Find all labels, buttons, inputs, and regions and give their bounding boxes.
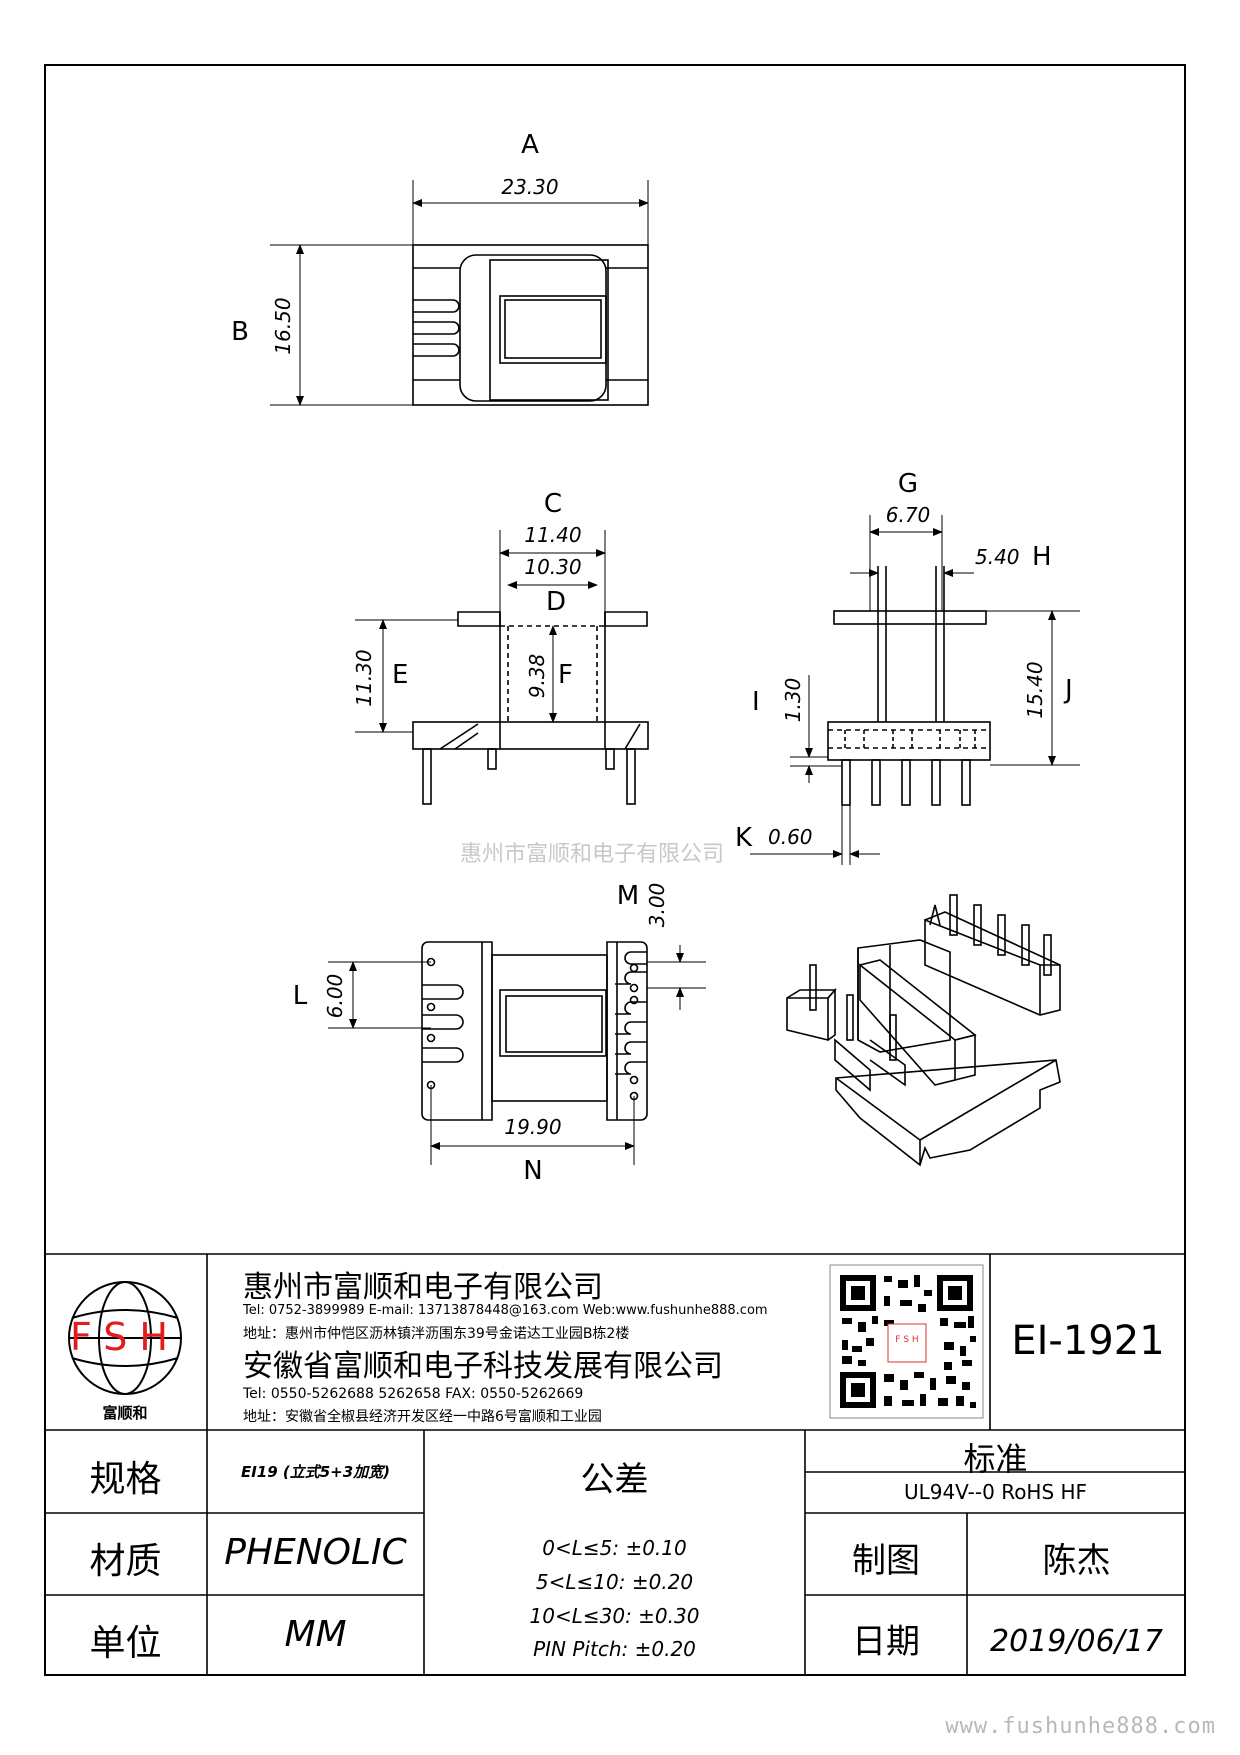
- dim-letter-m: M: [617, 881, 639, 911]
- tolerance-row: 5<L≤10: ±0.20: [535, 1570, 694, 1594]
- standard-label: 标准: [963, 1440, 1028, 1478]
- dim-letter-i: I: [752, 687, 760, 717]
- dim-value-f: 9.38: [525, 654, 549, 699]
- dim-letter-f: F: [558, 660, 573, 690]
- front-view: [355, 530, 649, 805]
- bottom-view: [328, 941, 706, 1165]
- site-url-watermark: www.fushunhe888.com: [945, 1714, 1216, 1739]
- dim-letter-a: A: [521, 130, 539, 160]
- tolerance-label: 公差: [580, 1460, 649, 1500]
- svg-text:F S H: F S H: [895, 1335, 918, 1345]
- dim-value-b: 16.50: [271, 297, 295, 354]
- company-address-1: 地址：惠州市仲恺区沥林镇泮沥围东39号金诺达工业园B栋2楼: [243, 1326, 630, 1342]
- dim-letter-e: E: [392, 660, 408, 690]
- company-address-2: 地址：安徽省全椒县经济开发区经一中路6号富顺和工业园: [243, 1409, 602, 1425]
- dim-value-j: 15.40: [1023, 661, 1047, 718]
- spec-value: EI19 (立式5+3加宽): [240, 1463, 391, 1481]
- material-label: 材质: [89, 1541, 162, 1582]
- unit-value: MM: [284, 1614, 347, 1655]
- dim-value-d: 10.30: [524, 555, 581, 579]
- tolerance-row: PIN Pitch: ±0.20: [533, 1637, 696, 1661]
- dim-letter-d: D: [546, 587, 566, 617]
- side-view: [750, 515, 1080, 865]
- date-label: 日期: [852, 1622, 920, 1662]
- part-number: EI-1921: [1011, 1318, 1165, 1364]
- company-name-1: 惠州市富顺和电子有限公司: [243, 1270, 603, 1305]
- dim-value-g: 6.70: [886, 503, 931, 527]
- dim-value-n: 19.90: [504, 1115, 561, 1139]
- dim-letter-l: L: [293, 981, 308, 1011]
- dim-letter-h: H: [1032, 542, 1052, 572]
- isometric-view: [786, 894, 1061, 1167]
- standard-value: UL94V--0 RoHS HF: [903, 1480, 1088, 1504]
- spec-label: 规格: [89, 1459, 162, 1500]
- company-contact-2: Tel: 0550-5262688 5262658 FAX: 0550-5262…: [243, 1386, 584, 1402]
- tolerance-row: 10<L≤30: ±0.30: [529, 1604, 700, 1628]
- fsh-logo: [68, 1281, 182, 1395]
- material-value: PHENOLIC: [224, 1532, 407, 1573]
- dim-value-c: 11.40: [524, 523, 581, 547]
- dim-value-h: 5.40: [975, 545, 1020, 569]
- dim-letter-b: B: [231, 317, 249, 347]
- dim-letter-n: N: [523, 1156, 542, 1186]
- dim-letter-g: G: [898, 469, 918, 499]
- tolerance-row: 0<L≤5: ±0.10: [542, 1536, 687, 1560]
- watermark-text: 惠州市富顺和电子有限公司: [460, 842, 725, 867]
- drawing-frame: [44, 64, 1186, 1676]
- dim-letter-c: C: [544, 489, 562, 519]
- logo-letters: FSH: [70, 1315, 180, 1359]
- unit-label: 单位: [89, 1623, 162, 1664]
- drawn-label: 制图: [852, 1541, 920, 1581]
- dim-value-l: 6.00: [323, 974, 347, 1019]
- company-name-2: 安徽省富顺和电子科技发展有限公司: [243, 1349, 723, 1384]
- dim-letter-k: K: [735, 823, 753, 853]
- dim-value-e: 11.30: [352, 649, 376, 706]
- dim-value-m: 3.00: [645, 883, 669, 928]
- drawn-value: 陈杰: [1042, 1541, 1111, 1581]
- dim-letter-j: J: [1063, 675, 1073, 705]
- company-contact-1: Tel: 0752-3899989 E-mail: 13713878448@16…: [243, 1303, 768, 1318]
- dim-value-k: 0.60: [768, 825, 813, 849]
- title-block-grid: [44, 1253, 1186, 1676]
- top-view: [270, 180, 649, 406]
- dim-value-i: 1.30: [781, 678, 805, 723]
- dim-value-a: 23.30: [501, 175, 558, 199]
- date-value: 2019/06/17: [990, 1624, 1163, 1659]
- logo-name: 富顺和: [102, 1404, 147, 1422]
- qr-code: F S H: [829, 1264, 984, 1419]
